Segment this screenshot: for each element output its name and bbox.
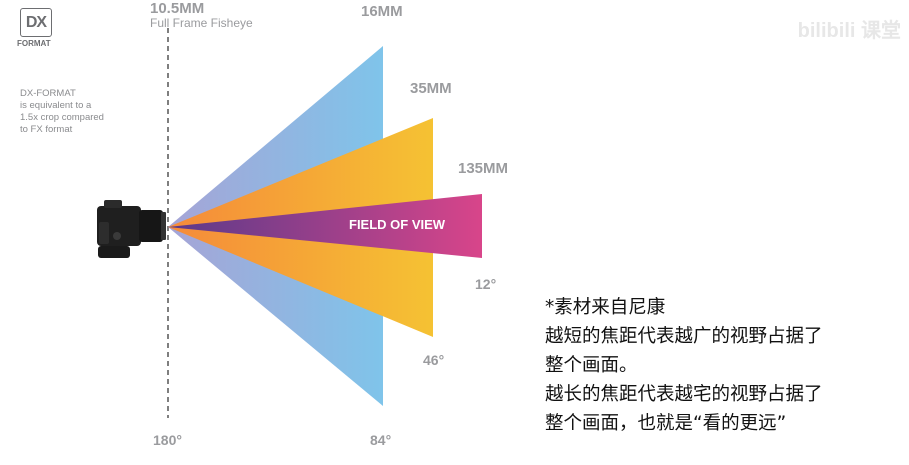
angle-12: 12° bbox=[475, 276, 497, 292]
dx-logo-mark: DX bbox=[25, 13, 47, 31]
caption-line: 整个画面，也就是“看的更远” bbox=[545, 413, 787, 434]
dx-note-line: 1.5x crop compared bbox=[20, 112, 104, 123]
caption-line: 越长的焦距代表越宅的视野占据了 bbox=[545, 384, 823, 405]
field-of-view-label: FIELD OF VIEW bbox=[349, 217, 446, 232]
label-16mm: 16MM bbox=[361, 3, 403, 20]
dx-logo-sub: FORMAT bbox=[17, 39, 51, 48]
dx-note-line: to FX format bbox=[20, 124, 73, 135]
caption-line: 越短的焦距代表越广的视野占据了 bbox=[545, 326, 823, 347]
wedge-135mm bbox=[168, 194, 482, 258]
camera-icon bbox=[97, 200, 166, 258]
dx-format-note: DX-FORMAT is equivalent to a 1.5x crop c… bbox=[20, 88, 130, 136]
label-135mm: 135MM bbox=[458, 160, 509, 177]
angle-84: 84° bbox=[370, 432, 392, 448]
dx-logo: DX bbox=[20, 8, 52, 37]
dx-note-line: is equivalent to a bbox=[20, 100, 92, 111]
watermark: bilibili 课堂 bbox=[797, 20, 901, 42]
angle-180: 180° bbox=[153, 432, 182, 448]
caption-line: 整个画面。 bbox=[545, 355, 638, 376]
angle-46: 46° bbox=[423, 352, 445, 368]
dx-note-line: DX-FORMAT bbox=[20, 88, 76, 99]
label-fisheye-name: Full Frame Fisheye bbox=[150, 16, 253, 30]
label-35mm: 35MM bbox=[410, 80, 452, 97]
caption-line: *素材来自尼康 bbox=[545, 297, 666, 318]
label-10-5mm: 10.5MM bbox=[150, 0, 205, 17]
caption-block: *素材来自尼康 越短的焦距代表越广的视野占据了 整个画面。 越长的焦距代表越宅的… bbox=[545, 293, 905, 438]
